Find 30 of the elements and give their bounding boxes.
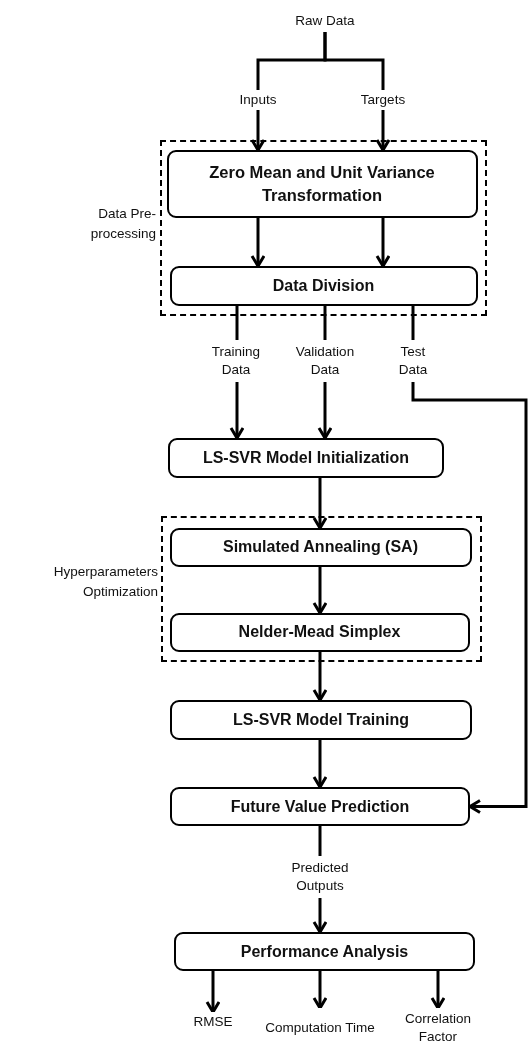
- connector-line: [323, 306, 327, 340]
- arrow: [250, 218, 266, 268]
- process-box: LS-SVR Model Training: [170, 700, 472, 740]
- arrow: [375, 110, 391, 152]
- arrow: [250, 110, 266, 152]
- arrow: [317, 382, 333, 440]
- process-box: Future Value Prediction: [170, 787, 470, 826]
- arrow: [375, 218, 391, 268]
- arrow: [312, 567, 328, 615]
- arrow: [411, 382, 528, 814]
- arrow: [312, 478, 328, 530]
- process-box: Data Division: [169, 265, 478, 306]
- connector-line: [318, 826, 322, 856]
- connector-line: [411, 306, 415, 340]
- arrow: [312, 740, 328, 789]
- group-heading: Hyperparameters Optimization: [52, 563, 158, 601]
- arrow: [229, 382, 245, 440]
- process-box: Nelder-Mead Simplex: [169, 612, 470, 652]
- arrow: [430, 971, 446, 1010]
- connector-line: [323, 32, 385, 90]
- process-box: Zero Mean and Unit Variance Transformation: [166, 149, 478, 218]
- group-heading: Data Pre- processing: [89, 205, 156, 243]
- arrow: [312, 898, 328, 934]
- arrow: [312, 971, 328, 1010]
- connector-line: [235, 306, 239, 340]
- arrow: [312, 652, 328, 702]
- process-box: LS-SVR Model Initialization: [168, 438, 444, 478]
- process-box: Simulated Annealing (SA): [169, 527, 472, 567]
- arrow: [205, 971, 221, 1014]
- process-box: Performance Analysis: [174, 932, 475, 971]
